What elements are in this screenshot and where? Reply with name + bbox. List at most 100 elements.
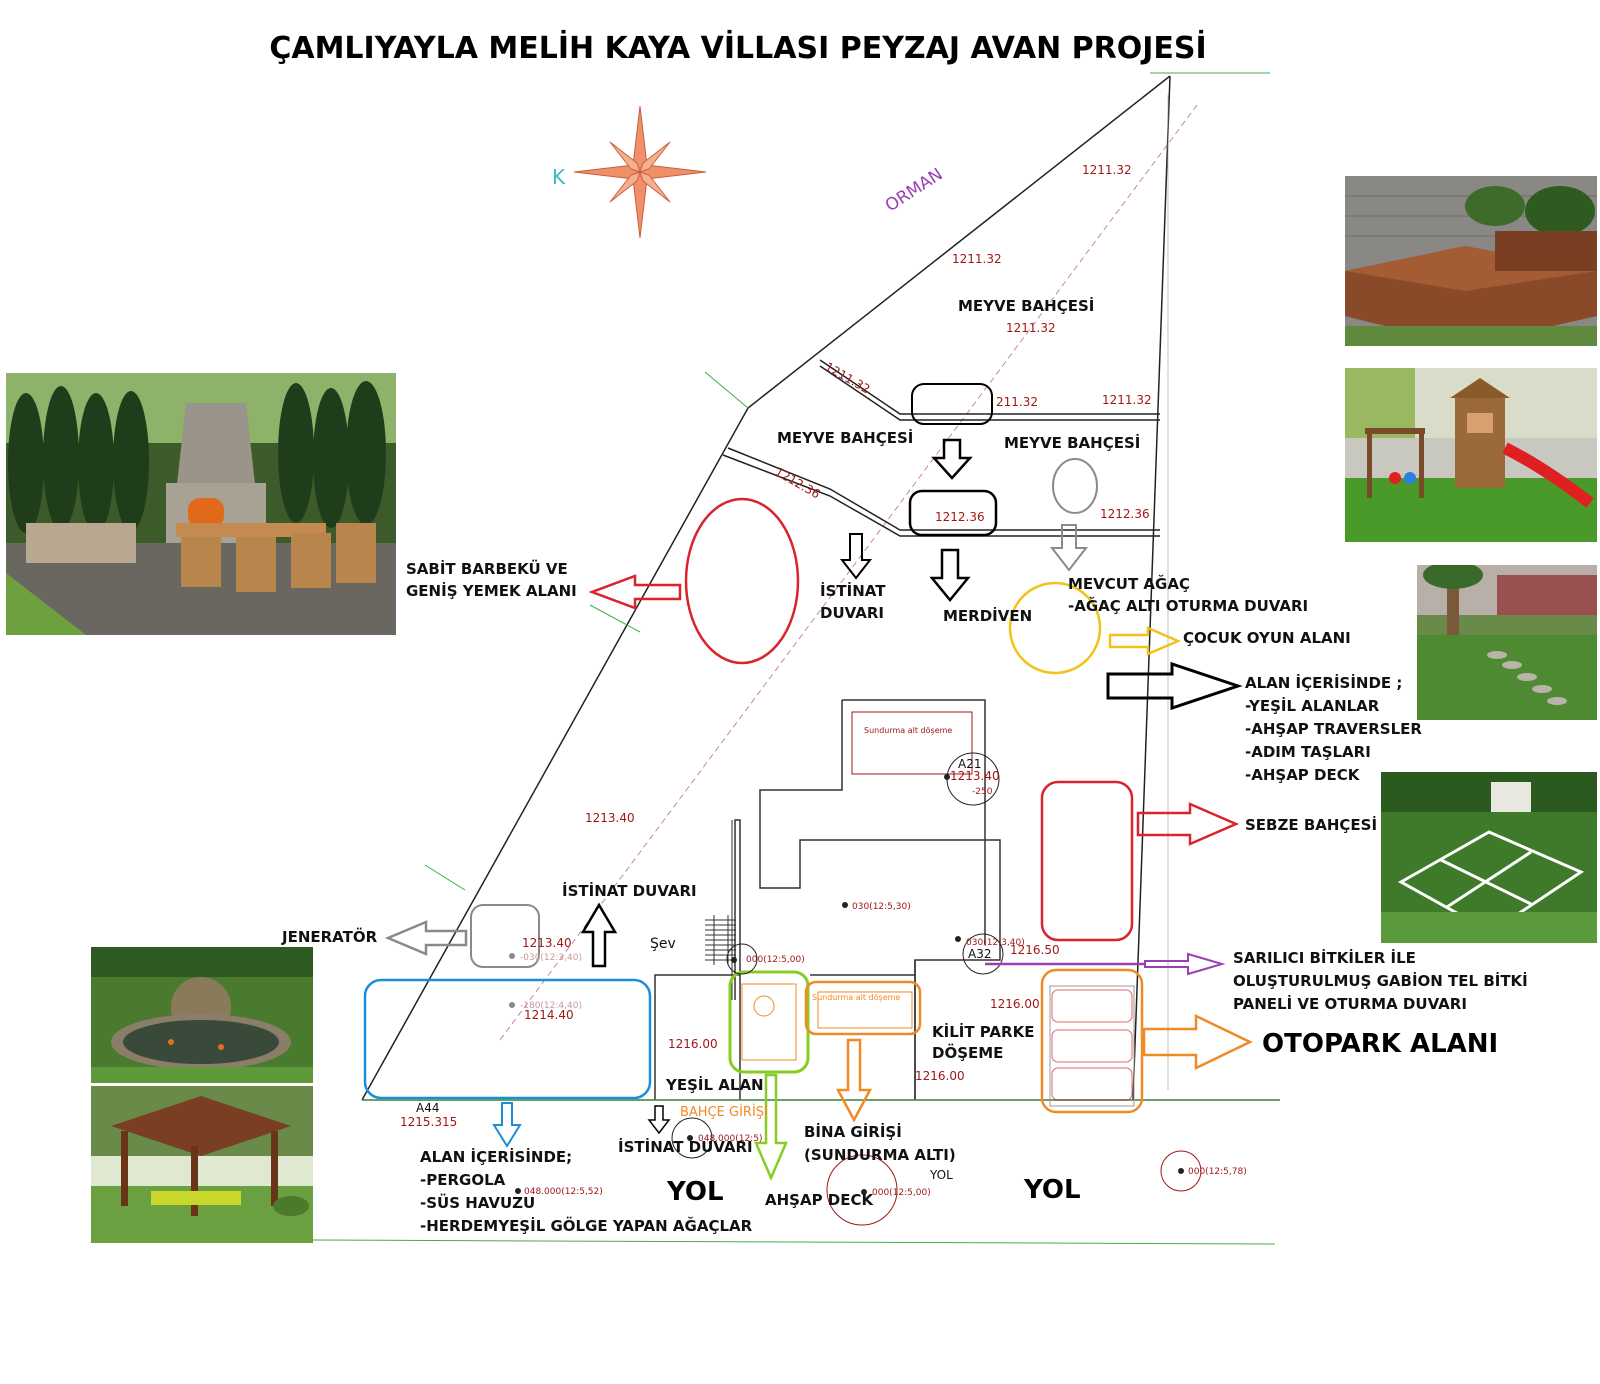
arrow-vegetable <box>1136 802 1240 846</box>
arrow-parking <box>1142 1014 1253 1070</box>
arrow-existing-tree <box>1049 524 1089 572</box>
compass-north-letter: K <box>552 165 566 189</box>
arrow-istinat-bottom <box>647 1105 671 1135</box>
area2-contents-item-1: -PERGOLA <box>420 1171 506 1189</box>
arrow-generator <box>384 920 468 956</box>
elevation-label: 1211.32 <box>823 359 873 396</box>
arrow-deck <box>754 1073 788 1182</box>
fruit-garden-label-main: MEYVE BAHÇESİ <box>958 296 1094 315</box>
area-contents-item-2: -AHŞAP TRAVERSLER <box>1245 720 1422 738</box>
retaining-wall-bottom-label: İSTİNAT DUVARI <box>618 1137 753 1156</box>
elevation-label: 1212.36 <box>1100 507 1150 521</box>
elevation-label: 1215.315 <box>400 1115 457 1129</box>
porch-floor-label-top: Sundurma alt döşeme <box>864 726 952 735</box>
generator-label: JENERATÖR <box>281 927 378 946</box>
elevation-label: 1211.32 <box>1082 163 1132 177</box>
elevation-label: 1213.40 <box>585 811 635 825</box>
point-code: 030(12:3,40) <box>966 938 1025 948</box>
arrow-play-area <box>1108 626 1182 656</box>
arrow-pergola <box>492 1102 522 1148</box>
slope-label: Şev <box>650 936 676 952</box>
area2-contents-title: ALAN İÇERİSİNDE; <box>420 1147 572 1166</box>
road-label-right: YOL <box>1023 1175 1081 1205</box>
elevation-label: 1216.50 <box>1010 943 1060 957</box>
point-code: -180(12:4,40) <box>520 1001 582 1011</box>
forest-label: ORMAN <box>882 164 947 216</box>
vegetable-garden-photo <box>1381 772 1597 943</box>
area2-contents-item-2: -SÜS HAVUZU <box>420 1193 535 1212</box>
area-contents-item-1: -YEŞİL ALANLAR <box>1245 696 1380 715</box>
wooden-deck-label: AHŞAP DECK <box>765 1191 874 1209</box>
building-entrance-label-2: (SUNDURMA ALTI) <box>804 1146 956 1164</box>
parking-rect <box>1040 968 1144 1114</box>
area-contents-title: ALAN İÇERİSİNDE ; <box>1245 673 1402 692</box>
retaining-wall-label-1: İSTİNAT <box>820 581 886 600</box>
wooden-deck-photo <box>1345 176 1597 346</box>
elevation-label: 211.32 <box>996 395 1038 409</box>
pergola-pond-rect <box>363 978 652 1100</box>
elevation-label: 1214.40 <box>524 1008 574 1022</box>
stair-block-upper <box>911 383 993 425</box>
fruit-garden-label-right: MEYVE BAHÇESİ <box>1004 433 1140 452</box>
wooden-deck-rect <box>728 970 810 1074</box>
point-code: 000(12:5,00) <box>872 1188 931 1198</box>
point-code: 000(12:5,78) <box>1188 1167 1247 1177</box>
arrow-alan-icerisinde <box>1106 661 1243 711</box>
entrance-porch-rect <box>804 980 922 1036</box>
compass-rose-icon <box>573 105 707 239</box>
area2-contents-item-3: -HERDEMYEŞİL GÖLGE YAPAN AĞAÇLAR <box>420 1216 753 1235</box>
green-area-label: YEŞİL ALAN <box>665 1075 764 1094</box>
porch-floor-label-bottom: Sundurma alt döşeme <box>812 993 900 1002</box>
vegetable-garden-rect <box>1040 780 1134 942</box>
road-small-label: YOL <box>929 1168 953 1182</box>
point-code: 048.000(12:5,52) <box>524 1187 603 1197</box>
elevation-label: 1216.00 <box>915 1069 965 1083</box>
point-code: -030(12:3,40) <box>520 953 582 963</box>
point-code-a21: A21 <box>958 757 981 771</box>
garden-entrance-label: BAHÇE GİRİŞİ <box>680 1104 768 1120</box>
stepping-stones-photo <box>1417 565 1597 720</box>
point-code: -250 <box>972 787 993 797</box>
barbecue-label-1: SABİT BARBEKÜ VE <box>406 559 568 578</box>
existing-tree-label: MEVCUT AĞAÇ <box>1068 574 1190 593</box>
area-contents-item-4: -AHŞAP DECK <box>1245 766 1361 784</box>
retaining-wall-mid-label: İSTİNAT DUVARI <box>562 881 697 900</box>
pergola-photo <box>91 1086 313 1243</box>
retaining-wall-label-2: DUVARI <box>820 604 884 622</box>
barbecue-dining-photo <box>6 373 396 635</box>
gabion-label-1: SARILICI BİTKİLER İLE <box>1233 948 1416 967</box>
arrow-gabion <box>1144 952 1226 976</box>
area-contents-item-3: -ADIM TAŞLARI <box>1245 743 1371 761</box>
elevation-label: 1213.40 <box>522 936 572 950</box>
survey-point-markers <box>509 774 1184 1195</box>
vegetable-garden-label: SEBZE BAHÇESİ <box>1245 815 1377 834</box>
gabion-label-3: PANELİ VE OTURMA DUVARI <box>1233 994 1467 1013</box>
tree-seating-label: -AĞAÇ ALTI OTURMA DUVARI <box>1068 596 1308 615</box>
arrow-istinat <box>839 533 873 580</box>
parking-label: OTOPARK ALANI <box>1262 1029 1498 1059</box>
existing-tree-ellipse <box>1052 458 1098 514</box>
point-code-a32: A32 <box>968 947 991 961</box>
paving-label-2: DÖŞEME <box>932 1043 1003 1062</box>
elevation-label: 1216.00 <box>990 997 1040 1011</box>
elevation-label: 1211.32 <box>1006 321 1056 335</box>
barbecue-area-ellipse <box>684 497 800 665</box>
point-code: 030(12:5,30) <box>852 902 911 912</box>
tree-seating-circle <box>1008 581 1102 675</box>
gabion-label-2: OLUŞTURULMUŞ GABİON TEL BİTKİ <box>1233 971 1528 990</box>
point-code: 048.000(12:5) <box>698 1134 762 1144</box>
elevation-label: 1213.40 <box>950 769 1000 783</box>
arrow-entrance <box>835 1038 873 1123</box>
road-label-left: YOL <box>666 1177 724 1207</box>
car-icon <box>1051 989 1133 1101</box>
elevation-label: 1211.32 <box>1102 393 1152 407</box>
elevation-label: 1211.32 <box>952 252 1002 266</box>
arrow-stair-down-1 <box>931 438 973 480</box>
point-code: 000(12:5,00) <box>746 955 805 965</box>
playground-photo <box>1345 368 1597 542</box>
arrow-merdiven <box>929 548 971 602</box>
arrow-istinat-mid <box>580 902 618 968</box>
elevation-label: 1216.00 <box>668 1037 718 1051</box>
